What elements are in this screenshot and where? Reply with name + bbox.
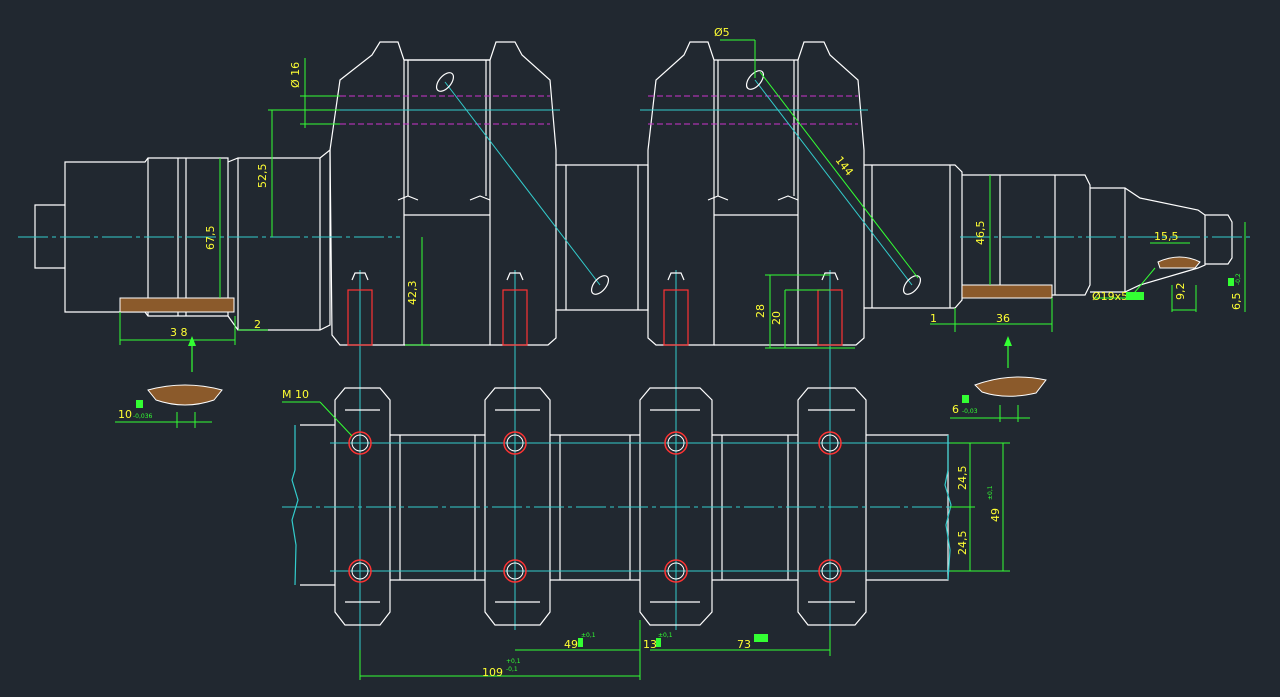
shaft-side-view	[34, 41, 1233, 346]
web-4	[797, 41, 865, 346]
dim-46-5: 46,5	[974, 221, 987, 246]
key-section-right	[974, 336, 1047, 397]
web-2	[489, 41, 557, 346]
dim-d5: Ø5	[714, 26, 730, 39]
hidden-lines	[340, 95, 858, 125]
dim-36: 36	[996, 312, 1010, 325]
right-end-stub	[1205, 214, 1233, 265]
dim-109-tol-up: +0,1	[506, 658, 521, 665]
oil-channel-2	[754, 79, 913, 286]
dim-1: 1	[930, 312, 937, 325]
dim-28: 28	[754, 304, 767, 318]
dim-thread: Ø19x5	[1092, 290, 1128, 303]
dim-m10: M 10	[282, 388, 309, 401]
dim-13-tol: ±0,1	[658, 632, 673, 639]
dim-49-vertical-tol: ±0,1	[987, 485, 994, 500]
left-shoulder	[227, 148, 331, 331]
dim-109-tol-down: -0,1	[506, 666, 518, 673]
tolerance-box-key-right	[962, 395, 969, 403]
dim-2: 2	[254, 318, 261, 331]
middle-journal	[556, 164, 649, 311]
tolerance-box-49	[578, 638, 583, 647]
dim-d16: Ø 16	[289, 62, 302, 88]
tolerance-box-73	[754, 634, 768, 642]
bolt-holes-bottom	[348, 431, 842, 583]
right-journal	[962, 174, 1091, 296]
dim-42-3: 42,3	[406, 281, 419, 306]
dimension-lines	[115, 39, 1246, 680]
dim-24-5-bottom: 24,5	[956, 531, 969, 556]
dim-9-2: 9,2	[1174, 283, 1187, 301]
web-1	[329, 41, 405, 346]
right-shoulder	[864, 164, 963, 309]
oil-channel-1	[444, 81, 601, 286]
dim-67-5: 67,5	[204, 226, 217, 251]
dim-49-vertical: 49	[989, 508, 1002, 522]
dim-15-5: 15,5	[1154, 230, 1179, 243]
keyway-hatches	[119, 256, 1201, 313]
centerlines-bottom	[282, 442, 975, 572]
tolerance-box-6-5	[1228, 278, 1234, 286]
dim-52-5: 52,5	[256, 164, 269, 189]
dim-13: 13	[643, 638, 657, 651]
bolt-holes-side	[347, 272, 843, 346]
dim-73: 73	[737, 638, 751, 651]
dim-6-5: 6,5	[1230, 293, 1243, 311]
dim-6-5-tol: -0,2	[1235, 273, 1242, 285]
dim-key-right: 6	[952, 403, 959, 416]
dim-key-left-tol: -0,036	[133, 413, 153, 420]
oil-holes	[435, 70, 922, 295]
right-taper	[1090, 187, 1206, 293]
dim-20: 20	[770, 311, 783, 325]
cap-3	[639, 387, 713, 626]
dim-key-right-tol: -0,03	[962, 408, 978, 415]
dim-49: 49	[564, 638, 578, 651]
key-section-left	[147, 336, 223, 406]
tolerance-box-key-left	[136, 400, 143, 408]
web-3	[647, 41, 715, 346]
dim-144: 144	[833, 154, 856, 179]
dim-24-5-top: 24,5	[956, 466, 969, 491]
cap-4	[797, 387, 867, 626]
tolerance-box-13	[656, 638, 661, 647]
cap-2	[484, 387, 551, 626]
tolerance-box-thread	[1126, 292, 1144, 300]
centerlines-top	[18, 79, 1250, 660]
break-lines	[291, 425, 952, 586]
dim-key-left: 10	[118, 408, 132, 421]
dim-109: 109	[482, 666, 503, 679]
dim-49-tol: ±0,1	[581, 632, 596, 639]
dim-38: 3 8	[170, 326, 188, 339]
cap-1	[334, 387, 391, 626]
